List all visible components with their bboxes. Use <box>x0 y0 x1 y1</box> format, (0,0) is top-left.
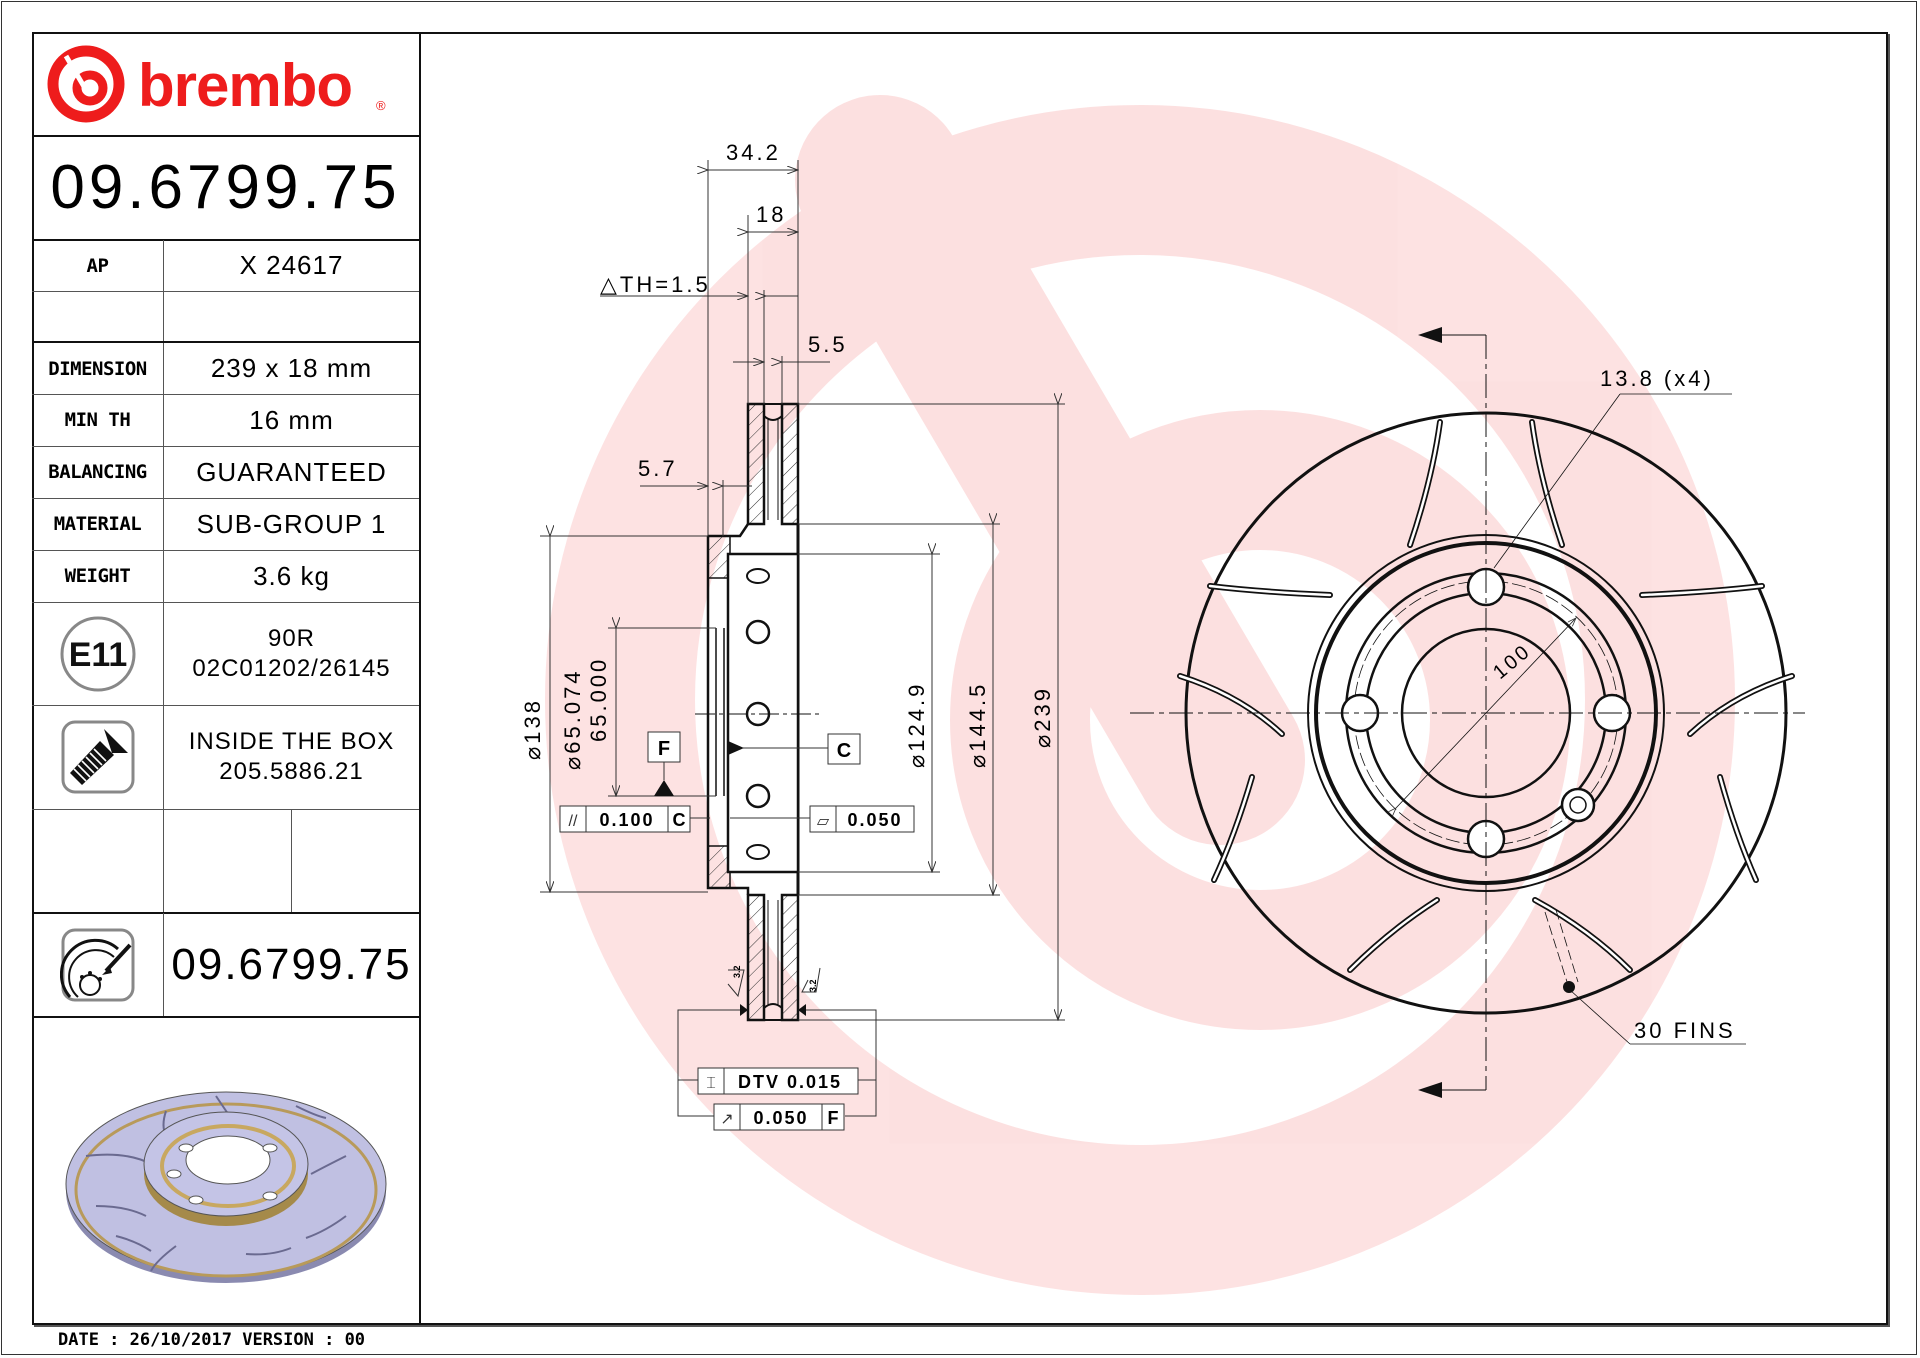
svg-text:0.050: 0.050 <box>753 1108 808 1128</box>
section-arrow-bottom <box>1418 1082 1442 1098</box>
datum-c-triangle <box>728 741 744 755</box>
approval-text: 90R 02C01202/26145 <box>164 602 419 705</box>
svg-text:F: F <box>828 1108 839 1128</box>
spec-label-min-th: MIN TH <box>64 409 131 431</box>
approval-line-2: 02C01202/26145 <box>192 654 391 682</box>
screw-text: INSIDE THE BOX 205.5886.21 <box>164 705 419 809</box>
svg-text:⌶: ⌶ <box>706 1075 716 1092</box>
svg-text:↗: ↗ <box>720 1111 733 1128</box>
brembo-logo-icon: brembo ® <box>47 45 386 122</box>
datum-c-label: C <box>837 740 851 762</box>
dim-124-9: ⌀124.9 <box>904 682 929 768</box>
svg-text:DTV 0.015: DTV 0.015 <box>738 1072 842 1092</box>
front-view <box>1130 334 1805 1091</box>
spec-value-dimension: 239 x 18 mm <box>210 353 373 383</box>
svg-text:0.100: 0.100 <box>599 810 654 830</box>
spec-label-material: MATERIAL <box>53 513 142 535</box>
svg-text:®: ® <box>376 98 386 113</box>
part-number: 09.6799.75 <box>50 153 401 222</box>
dim-144-5: ⌀144.5 <box>965 682 990 768</box>
fins-callout: 30 FINS <box>1634 1018 1736 1043</box>
svg-text://: // <box>569 813 578 830</box>
dim-138: ⌀138 <box>520 698 545 760</box>
dim-bore-upper: ⌀65.074 <box>560 668 585 770</box>
pcd-callout: 100 <box>1489 640 1536 684</box>
approval-line-1: 90R <box>267 624 316 652</box>
disc-code-value: 09.6799.75 <box>171 940 412 989</box>
dim-delta-th: △TH=1.5 <box>600 272 711 297</box>
spec-label-balancing: BALANCING <box>48 461 147 483</box>
svg-text:▱: ▱ <box>817 813 830 830</box>
dim-vane-gap: 5.5 <box>808 332 848 357</box>
datum-f-triangle <box>654 780 674 796</box>
roughness-right: 3.2 <box>808 979 818 992</box>
date-version: DATE : 26/10/2017 VERSION : 00 <box>58 1330 366 1350</box>
spec-value-min-th: 16 mm <box>249 404 334 435</box>
dim-overall-width: 34.2 <box>726 140 781 165</box>
screw-line-1: INSIDE THE BOX <box>188 728 395 755</box>
spec-label-ap: AP <box>86 254 109 277</box>
datum-f-label: F <box>658 738 670 760</box>
section-view <box>695 402 820 1022</box>
spec-value-ap: X 24617 <box>239 250 344 280</box>
dim-hat-wall: 5.7 <box>638 456 678 481</box>
svg-text:0.050: 0.050 <box>847 810 902 830</box>
spec-value-weight: 3.6 kg <box>253 560 330 591</box>
svg-text:brembo: brembo <box>138 52 352 119</box>
spec-label-weight: WEIGHT <box>64 565 131 587</box>
flatness-tolerance: ▱ 0.050 <box>809 805 915 833</box>
svg-text:E11: E11 <box>68 636 127 674</box>
dtv-tolerance: ⌶ DTV 0.015 <box>697 1067 859 1095</box>
runout-tolerance: ↗ 0.050 F <box>713 1103 845 1131</box>
dim-thickness: 18 <box>756 202 786 227</box>
spec-value-balancing: GUARANTEED <box>196 456 387 487</box>
screw-icon <box>32 705 163 809</box>
spec-label-dimension: DIMENSION <box>48 357 147 380</box>
disc-3d-render <box>32 1018 419 1323</box>
title-block: brembo ® 09.6799.75 AP X 24617 DIMENSION… <box>32 32 421 1325</box>
parallelism-tolerance: // 0.100 C <box>559 805 691 833</box>
bolt-hole-callout: 13.8 (x4) <box>1600 366 1714 391</box>
e11-approval-icon: E11 <box>32 602 163 705</box>
brand-logo: brembo ® <box>32 32 419 135</box>
dim-239: ⌀239 <box>1030 686 1055 748</box>
svg-text:C: C <box>673 810 686 830</box>
section-dimensions <box>540 160 1065 1117</box>
drawing-frame <box>32 32 1888 1325</box>
spec-value-material: SUB-GROUP 1 <box>196 508 387 539</box>
roughness-left: 3.2 <box>732 965 742 978</box>
screw-line-2: 205.5886.21 <box>219 758 364 785</box>
brake-disc-icon <box>32 914 163 1016</box>
dim-bore-lower: 65.000 <box>586 657 611 742</box>
section-arrow-top <box>1418 327 1442 343</box>
